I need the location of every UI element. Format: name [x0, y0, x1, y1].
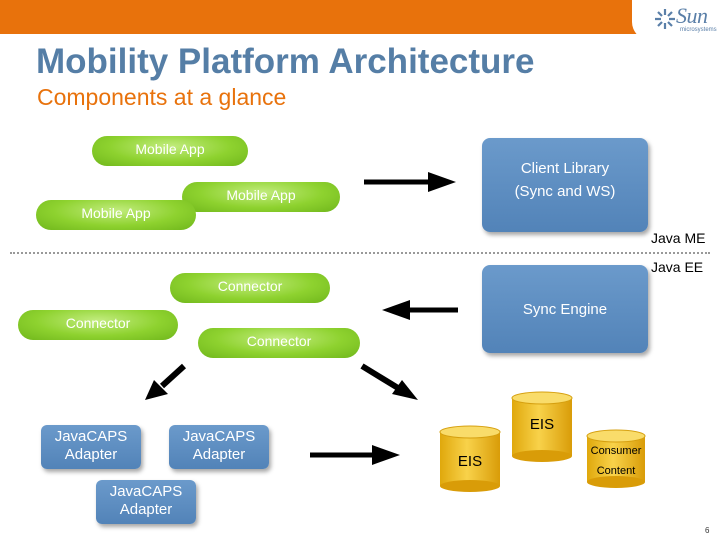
adapter-subtitle: Adapter [192, 446, 246, 463]
javacaps-adapter-box: JavaCAPS Adapter [96, 480, 196, 524]
arrow-to-eis [360, 363, 418, 400]
connector-label: Connector [246, 333, 312, 349]
mobile-app-pill: Mobile App [36, 200, 196, 230]
sync-engine-label: Sync Engine [522, 301, 608, 318]
connector-label: Connector [217, 278, 283, 294]
client-library-title: Client Library [520, 160, 610, 177]
connector-pill: Connector [170, 273, 330, 303]
arrow-to-client-library [364, 172, 456, 192]
adapter-title: JavaCAPS [109, 483, 183, 500]
mobile-app-pill: Mobile App [182, 182, 340, 212]
arrow-to-adapters [145, 363, 187, 400]
consumer-content-cylinder [586, 429, 646, 488]
javacaps-adapter-box: JavaCAPS Adapter [169, 425, 269, 469]
javacaps-adapter-box: JavaCAPS Adapter [41, 425, 141, 469]
consumer-content-label-line1: Consumer [590, 445, 642, 457]
adapter-title: JavaCAPS [54, 428, 128, 445]
eis-back-cylinder [511, 391, 573, 462]
page-number: 6 [705, 526, 710, 535]
mobile-app-label: Mobile App [135, 141, 205, 157]
tier-label-java-ee: Java EE [651, 259, 704, 275]
adapter-title: JavaCAPS [182, 428, 256, 445]
header-bar [0, 0, 728, 34]
arrow-adapters-to-eis [310, 445, 400, 465]
connector-pill: Connector [198, 328, 360, 358]
connector-label: Connector [65, 315, 131, 331]
tier-label-java-me: Java ME [651, 230, 706, 246]
eis-back-label: EIS [529, 416, 555, 433]
logo-text: Sun [676, 3, 708, 28]
mobile-app-label: Mobile App [226, 187, 296, 203]
sun-logo-icon [655, 9, 675, 29]
logo-subtext: microsystems [680, 27, 717, 33]
page-subtitle: Components at a glance [37, 84, 287, 110]
consumer-content-label-line2: Content [596, 465, 636, 477]
tier-divider [10, 252, 710, 254]
sync-engine-box: Sync Engine [482, 265, 648, 353]
arrow-from-sync-engine [382, 300, 458, 320]
mobile-app-label: Mobile App [81, 205, 151, 221]
eis-front-label: EIS [457, 453, 483, 470]
adapter-subtitle: Adapter [64, 446, 118, 463]
logo-tab [632, 0, 728, 40]
client-library-box: Client Library (Sync and WS) [482, 138, 648, 232]
page-title: Mobility Platform Architecture [36, 42, 535, 81]
mobile-app-pill: Mobile App [92, 136, 248, 166]
eis-front-cylinder [439, 425, 501, 492]
connector-pill: Connector [18, 310, 178, 340]
client-library-detail: (Sync and WS) [514, 183, 616, 200]
adapter-subtitle: Adapter [119, 501, 173, 518]
